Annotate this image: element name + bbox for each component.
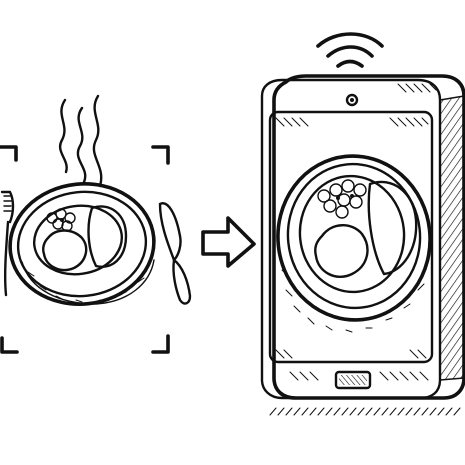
- food-left: [32, 204, 128, 276]
- wifi-signal-icon: [316, 32, 384, 68]
- steam-icon: [59, 94, 103, 188]
- camera-lens-icon: [345, 93, 359, 107]
- smartphone-icon: [260, 74, 465, 416]
- home-button-icon: [334, 370, 372, 390]
- plate-on-screen: [276, 154, 432, 333]
- fork-icon: [0, 190, 15, 297]
- plate-left: [8, 182, 156, 306]
- food-on-screen: [298, 174, 418, 294]
- viewfinder-icon: [0, 145, 170, 354]
- knife-icon: [158, 202, 192, 305]
- phone-screen: [268, 110, 434, 364]
- arrow-right-icon: [201, 216, 256, 268]
